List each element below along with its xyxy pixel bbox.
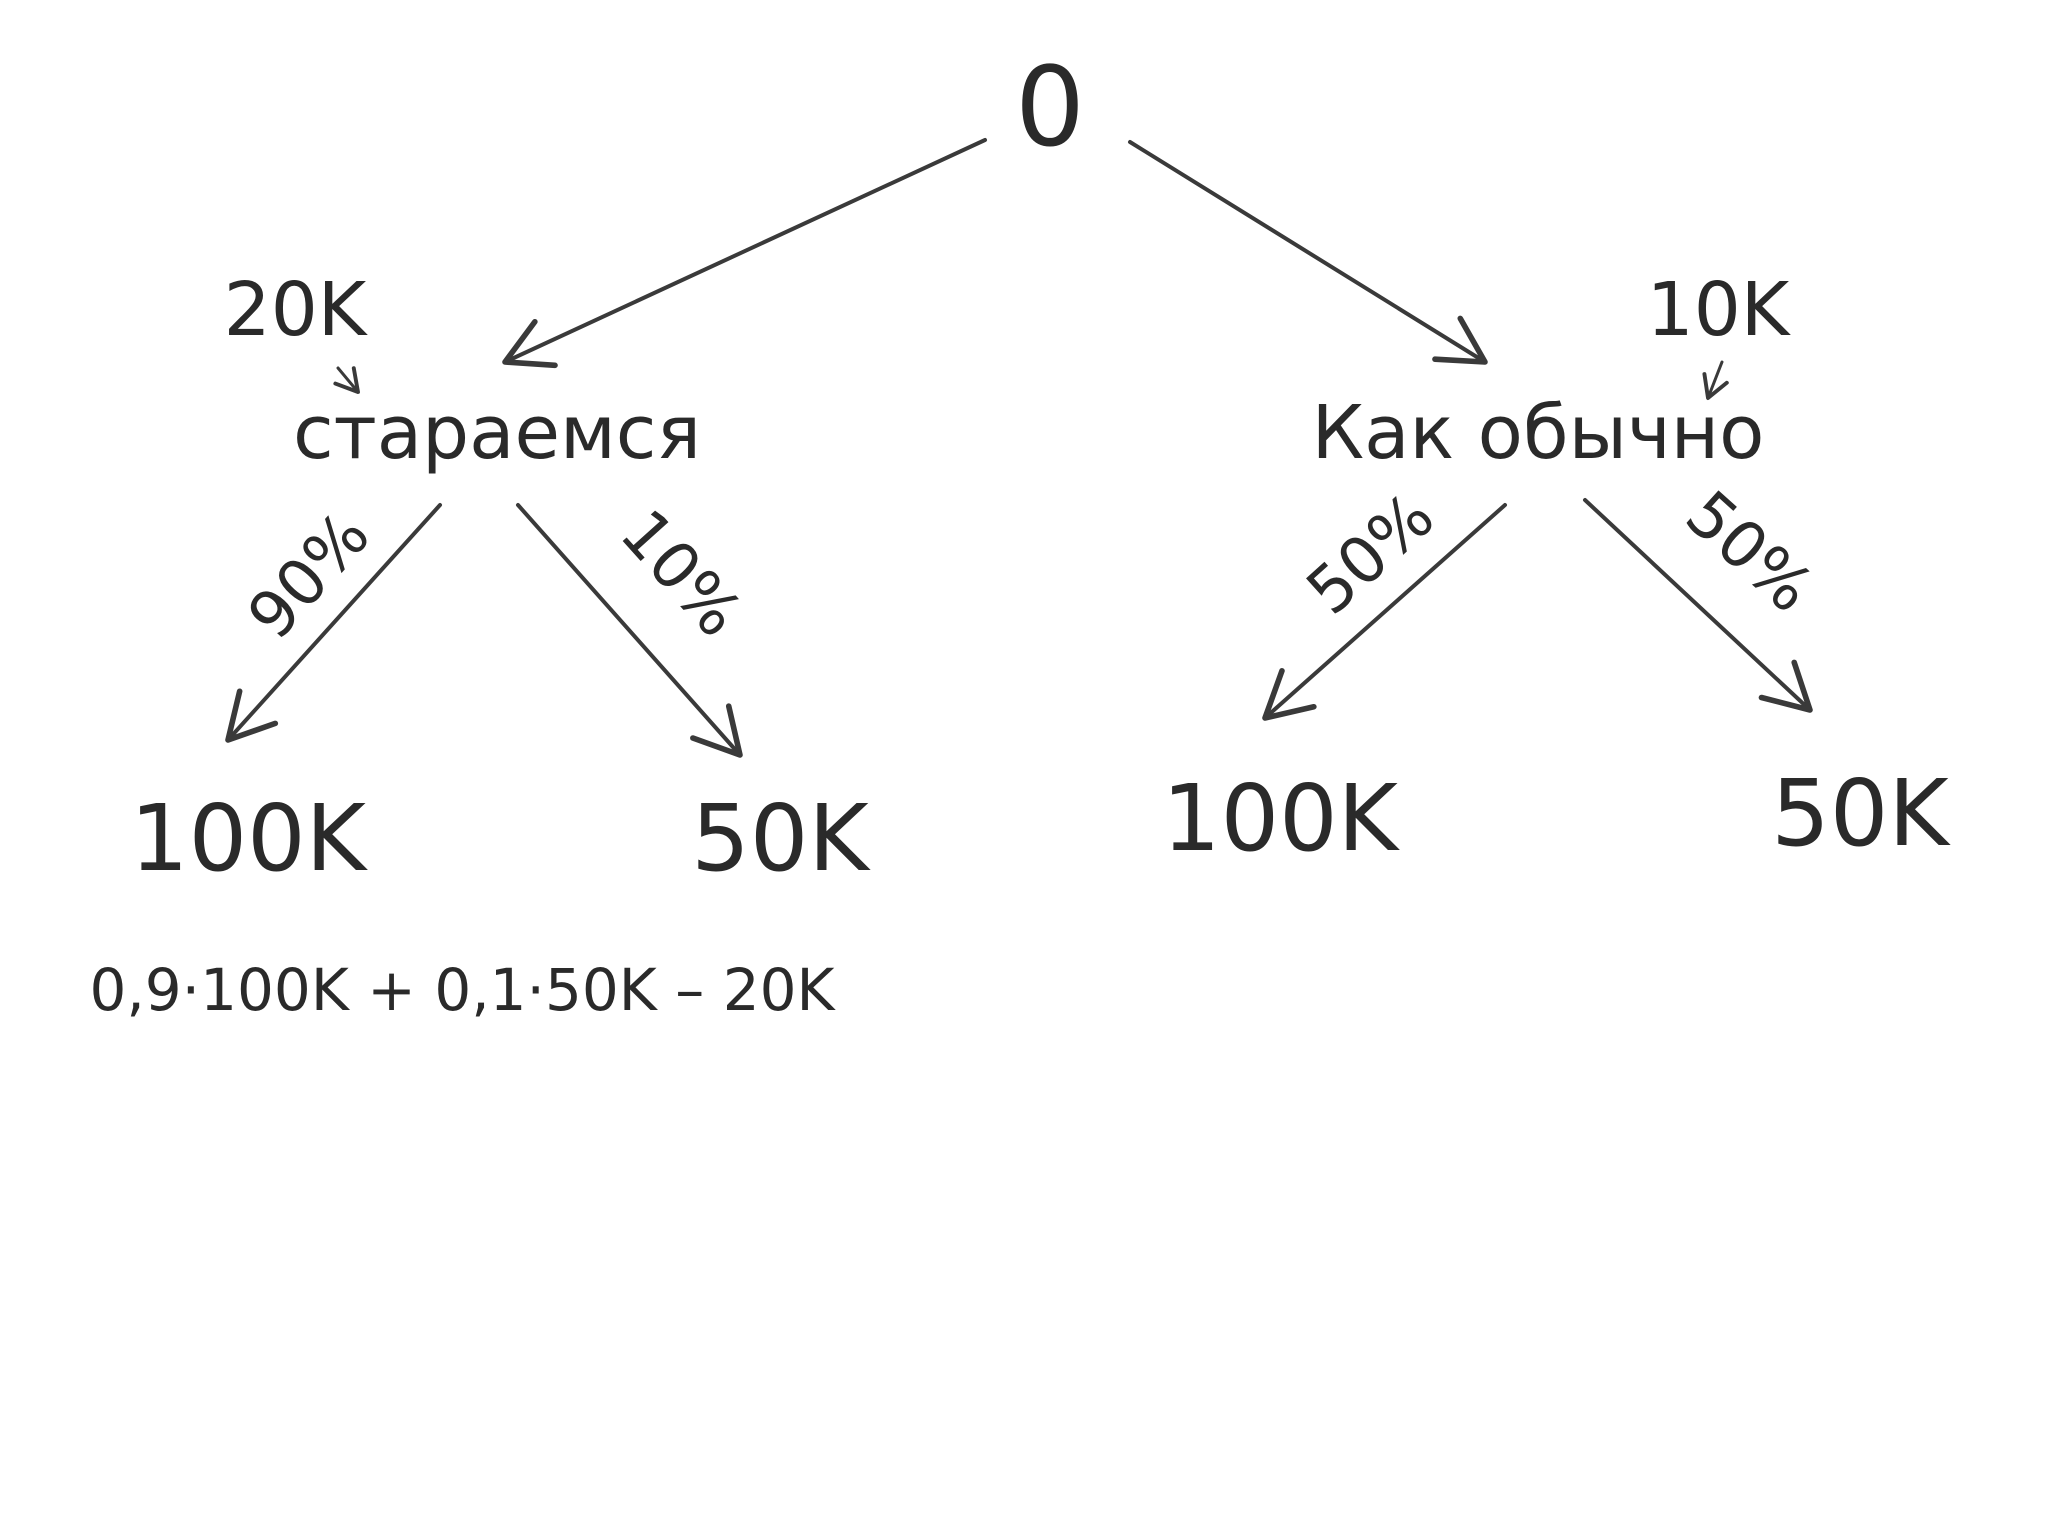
edge-root-to-branch-right [1128,140,1488,365]
branch-left-cost: 20K [224,267,369,353]
root-node-label: 0 [1015,43,1085,171]
outcome-right-2-value: 50K [1771,760,1951,867]
outcome-left-1-probability: 90% [234,498,384,653]
branch-right-label: Как обычно [1312,390,1765,476]
edge-branch-left-to-outcome-2 [516,503,743,758]
outcome-right-1-value: 100K [1162,765,1401,872]
outcome-left-2-value: 50K [691,785,871,892]
branch-left-cost-pointer [333,366,360,394]
edge-branch-right-to-outcome-2 [1583,498,1813,713]
edge-root-to-branch-left [502,138,987,369]
edge-branch-right-to-outcome-1 [1262,503,1507,721]
outcome-left-1-value: 100K [130,785,369,892]
branch-right-cost-pointer [1702,360,1729,400]
branch-left-label: стараемся [293,390,701,476]
expected-value-formula: 0,9·100K + 0,1·50K – 20K [89,956,836,1024]
outcome-right-1-probability: 50% [1293,479,1448,629]
branch-right-cost: 10K [1647,267,1792,353]
edge-branch-left-to-outcome-1 [225,503,442,743]
